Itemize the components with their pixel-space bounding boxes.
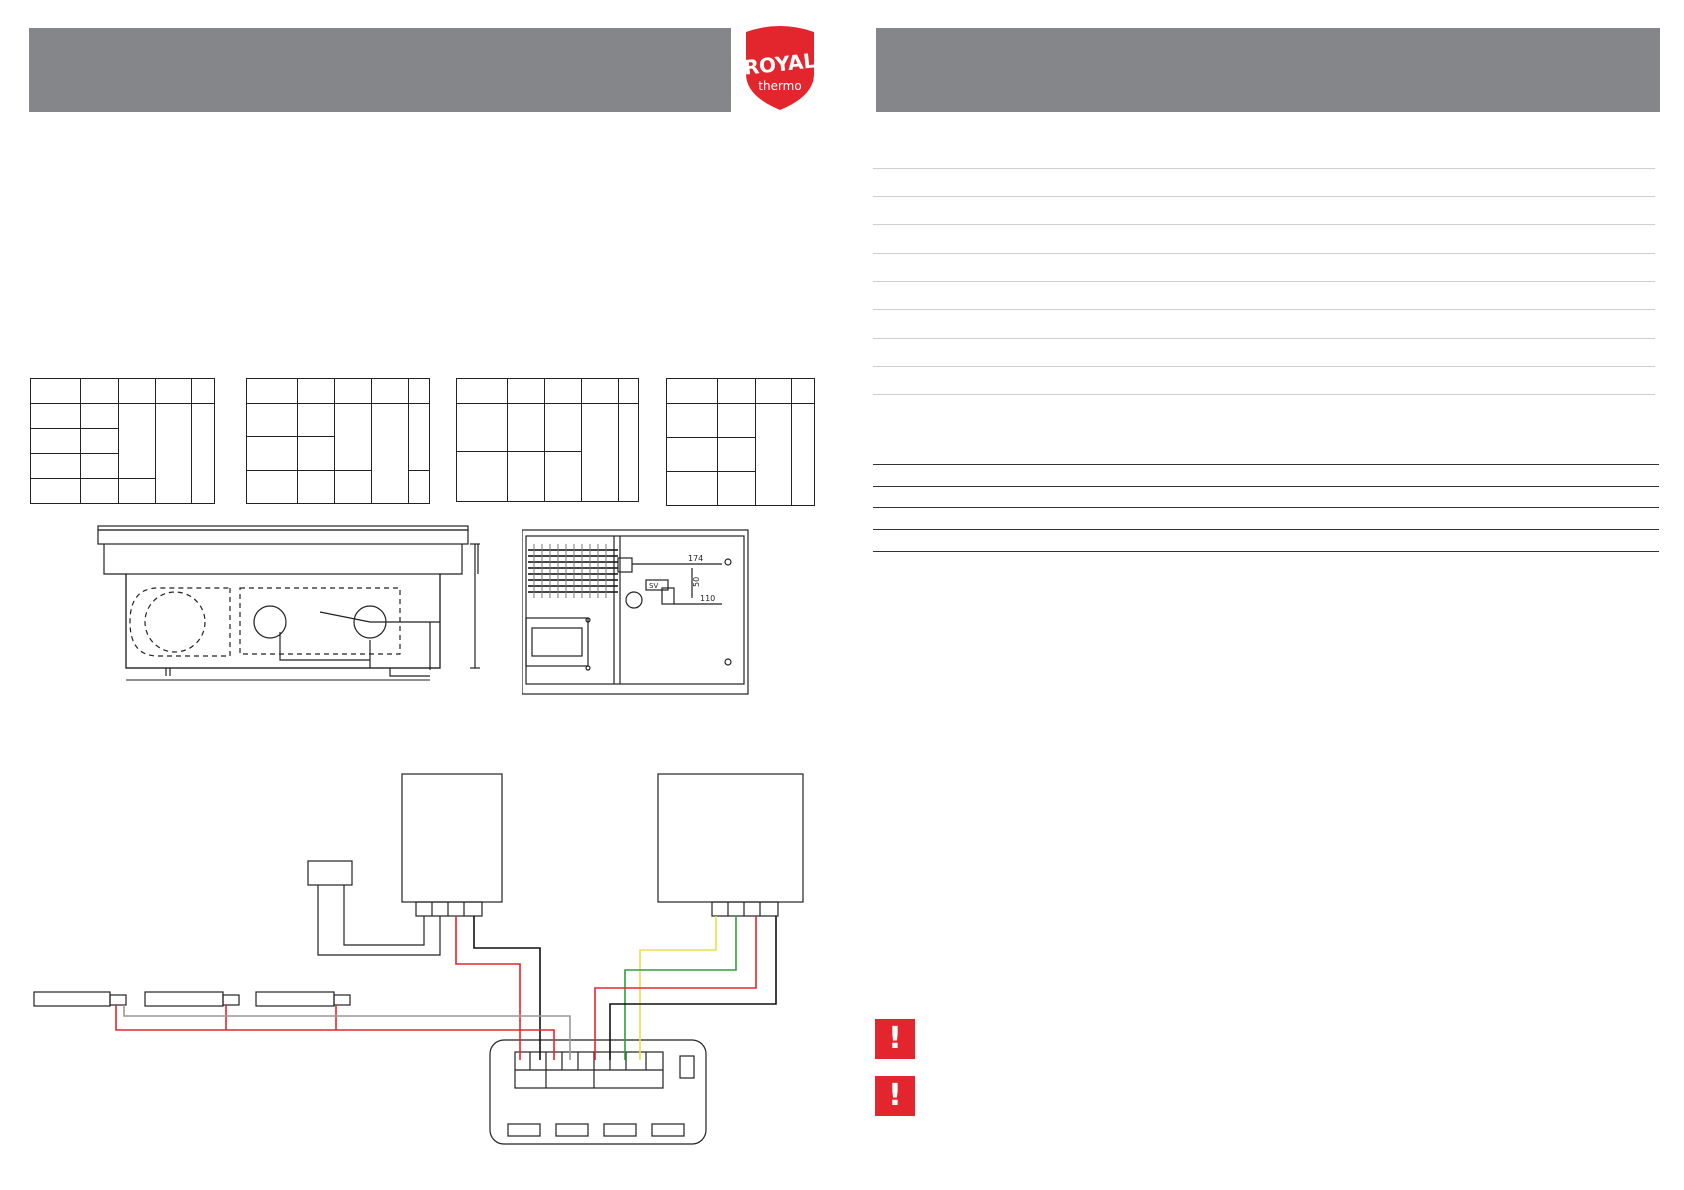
divider-line (873, 338, 1655, 339)
header-banner-left (29, 28, 731, 112)
table-4 (666, 378, 815, 506)
header-banner-right (876, 28, 1660, 112)
wiring-diagram (33, 773, 804, 1145)
valve-label: SV (649, 582, 658, 590)
royal-thermo-logo: ROYAL thermo (742, 26, 817, 110)
divider-line (873, 309, 1655, 310)
divider-line (873, 196, 1655, 197)
divider-line (873, 253, 1655, 254)
table-3 (456, 378, 639, 502)
logo-tagline-text: thermo (758, 79, 801, 93)
convector-top-view: 174 110 50 SV (522, 529, 749, 695)
spec-table-line (873, 507, 1659, 508)
divider-line (873, 224, 1655, 225)
divider-line (873, 366, 1655, 367)
warning-icon: ! (875, 1019, 915, 1059)
dim-label-vertical: 50 (692, 577, 701, 587)
spec-table-line (873, 464, 1659, 465)
spec-table-line (873, 551, 1659, 552)
divider-line (873, 394, 1655, 395)
warning-icon: ! (875, 1076, 915, 1116)
table-2 (246, 378, 430, 505)
divider-line (873, 168, 1655, 169)
spec-table-line (873, 486, 1659, 487)
table-1 (30, 378, 215, 504)
convector-cross-section (97, 525, 480, 681)
dim-label-top: 174 (688, 554, 703, 563)
dim-label-middle: 110 (700, 594, 715, 603)
spec-table-line (873, 529, 1659, 530)
divider-line (873, 281, 1655, 282)
